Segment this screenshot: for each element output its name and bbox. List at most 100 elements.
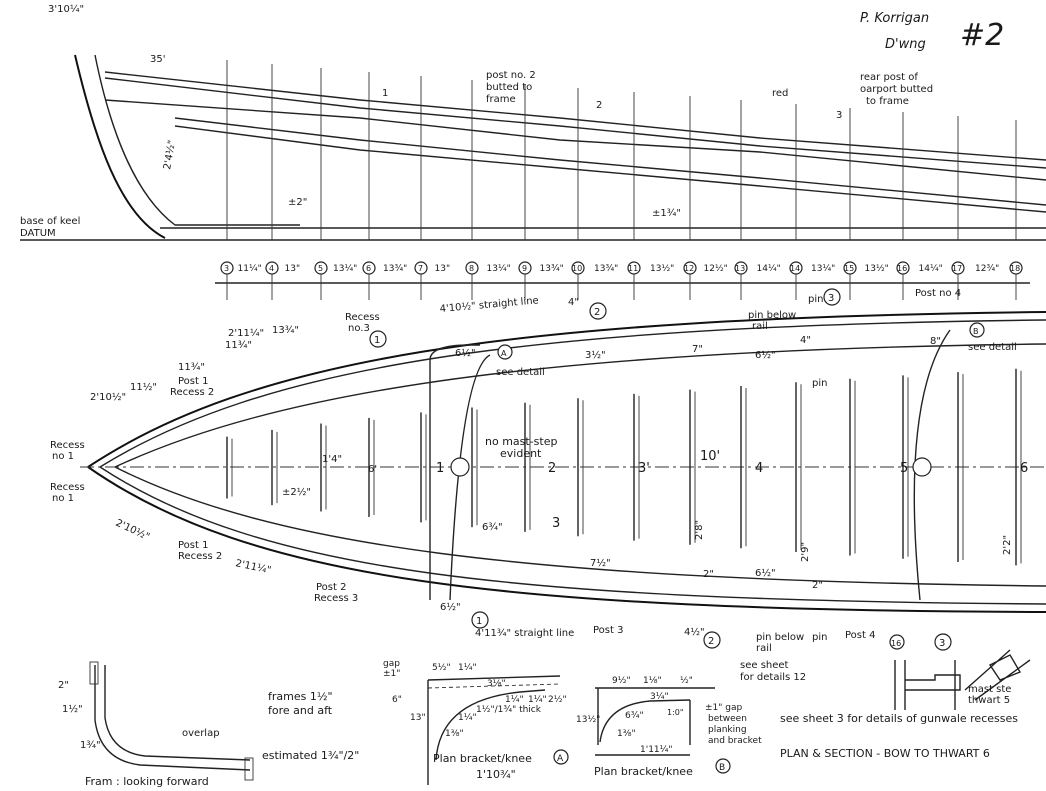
oarport-3: 3 — [836, 110, 842, 121]
bracket-a-dim-7: 13" — [410, 713, 426, 723]
post-no2-note-2: butted to — [486, 82, 532, 93]
dim-top-12: 8" — [930, 336, 941, 347]
station-marker: 15 — [843, 261, 857, 300]
rear-post-note-3: to frame — [866, 96, 909, 107]
callout-3-top: 3 — [823, 288, 841, 306]
frame-caption: Fram : looking forward — [85, 775, 209, 788]
knee-a-outline — [429, 344, 480, 600]
keel-offset-1: ±2" — [288, 197, 307, 208]
bracket-a-gap-2: ±1" — [383, 669, 400, 679]
thwart-1: 1 — [436, 461, 444, 476]
bracket-a-dim-5: 2½" — [548, 695, 567, 705]
svg-text:1: 1 — [476, 616, 482, 627]
see-detail-a: see detail — [496, 367, 545, 378]
station-marker: 18 — [1009, 261, 1023, 300]
frames-note-2: fore and aft — [268, 704, 333, 717]
drawing-number: #2 — [960, 18, 1004, 53]
bracket-b-dim-6: 1⅜" — [617, 729, 636, 739]
oarport-2: 2 — [596, 100, 602, 111]
station-marker: 16 — [896, 261, 910, 300]
frame-dim-side: 1½" — [62, 703, 83, 715]
bracket-b-dim-1: 1⅛" — [643, 676, 662, 686]
dim-top-3: 2'11¼" — [228, 327, 264, 339]
callout-b-top: B — [969, 322, 985, 338]
bracket-a-dim-6: 6" — [392, 695, 402, 705]
station-spacing: 13¾" — [383, 264, 407, 274]
bracket-a-thick: 1½"/1¾" thick — [476, 705, 542, 715]
dim-top-7: 6½" — [455, 347, 476, 359]
mast-step-note-1: no mast-step — [485, 435, 557, 448]
gunwale-line — [104, 77, 1046, 169]
station-number: 18 — [1010, 264, 1020, 273]
svg-text:2: 2 — [594, 307, 600, 318]
station-number: 4 — [269, 264, 274, 273]
riser-bottom — [114, 466, 1046, 587]
frame-keel — [244, 757, 254, 781]
drawing-footer-title: PLAN & SECTION - BOW TO THWART 6 — [780, 747, 990, 760]
dim-bottom-1: 2'11¼" — [234, 557, 272, 576]
dim-int-5: 2'2" — [1002, 535, 1013, 555]
station-marker: 13 — [734, 261, 748, 300]
pin-bottom: pin — [812, 632, 827, 643]
dim-int-4: 2'9" — [800, 542, 811, 562]
stem-outer — [74, 54, 166, 239]
station-number: 3 — [224, 264, 229, 273]
station-marker: 4 — [265, 261, 279, 300]
svg-text:16: 16 — [891, 639, 901, 648]
knee-b-outline — [913, 329, 951, 601]
post2-2: Recess 3 — [314, 593, 358, 604]
svg-text:B: B — [973, 327, 979, 336]
stem-inner — [94, 54, 300, 226]
station-number: 15 — [844, 264, 854, 273]
station-spacing: 12½" — [704, 264, 728, 274]
station-marker: 6 — [362, 261, 376, 300]
bracket-b-gap-1: ±1" gap — [705, 703, 742, 713]
thwart-dim-2: 10' — [700, 449, 720, 464]
red-label: red — [772, 88, 788, 99]
plan-frames — [226, 368, 1022, 566]
riser-top — [114, 343, 1046, 468]
bracket-a-dim-1: 1¼" — [458, 663, 477, 673]
station-marker: 12 — [683, 261, 697, 300]
mast-step-note-2: evident — [500, 447, 542, 460]
station-number: 6 — [366, 264, 371, 273]
elevation-view: 3'10¼" 35' 2'4½" ±2" ±1¾" base of keel D… — [20, 3, 1046, 241]
station-marker: 9 — [518, 261, 532, 300]
bracket-b-dim-7: 1:0" — [667, 708, 684, 717]
dim-bottom-0: 2'10½" — [114, 517, 152, 543]
frame-dim-curve: 1¾" — [80, 740, 101, 751]
dim-bottom-4: 2" — [703, 569, 714, 580]
station-number: 17 — [952, 264, 962, 273]
bracket-b-gap-2: between — [708, 714, 747, 724]
dim-top-4: 11¾" — [225, 340, 252, 351]
bracket-b-dim-4: 13½" — [576, 715, 600, 725]
riser-line-2 — [174, 125, 1046, 213]
gunwale-bottom-inner — [99, 466, 1046, 605]
station-number: 13 — [735, 264, 745, 273]
gunwale-top-outer — [87, 311, 1046, 468]
bracket-b-dim-0: 9½" — [612, 676, 631, 686]
bracket-b-dim-3: 3¼" — [650, 692, 669, 702]
keel-offset-2: ±1¾" — [652, 208, 681, 219]
stringer-line — [104, 99, 1046, 181]
bracket-a-detail: gap ±1" 5½" 1¼" 3⅛" 1¼" 1¼" 2½" 6" 13" 1… — [383, 659, 569, 785]
dim-bottom-5: 6½" — [755, 567, 776, 579]
station-spacing: 11¼" — [238, 264, 262, 274]
gunwale-bottom-outer — [87, 466, 1046, 613]
post1-bottom-1: Post 1 — [178, 540, 208, 551]
mast-step-sketch — [964, 649, 1031, 701]
station-spacing: 13¼" — [333, 264, 357, 274]
station-spacing: 13½" — [865, 264, 889, 274]
frame-detail: 2" 1½" 1¾" overlap estimated 1¾"/2" fram… — [58, 661, 359, 788]
post1-top-2: Recess 2 — [170, 387, 214, 398]
dim-top-1: 11½" — [130, 381, 157, 393]
gunwale-callout-16: 16 — [889, 634, 905, 650]
see-sheet-12-2: for details 12 — [740, 672, 806, 683]
station-marker: 17 — [951, 261, 965, 300]
station-marker: 8 — [465, 261, 479, 300]
callout-1-top: 1 — [369, 330, 387, 348]
recess-no1-top-1: Recess — [50, 440, 85, 451]
bracket-b-detail: 9½" 1⅛" ½" 3¼" 13½" 6¾" 1⅜" 1:0" 1'11¼" … — [576, 676, 762, 778]
plan-view: 4'10½" straight line 4'11¾" straight lin… — [50, 288, 1046, 683]
